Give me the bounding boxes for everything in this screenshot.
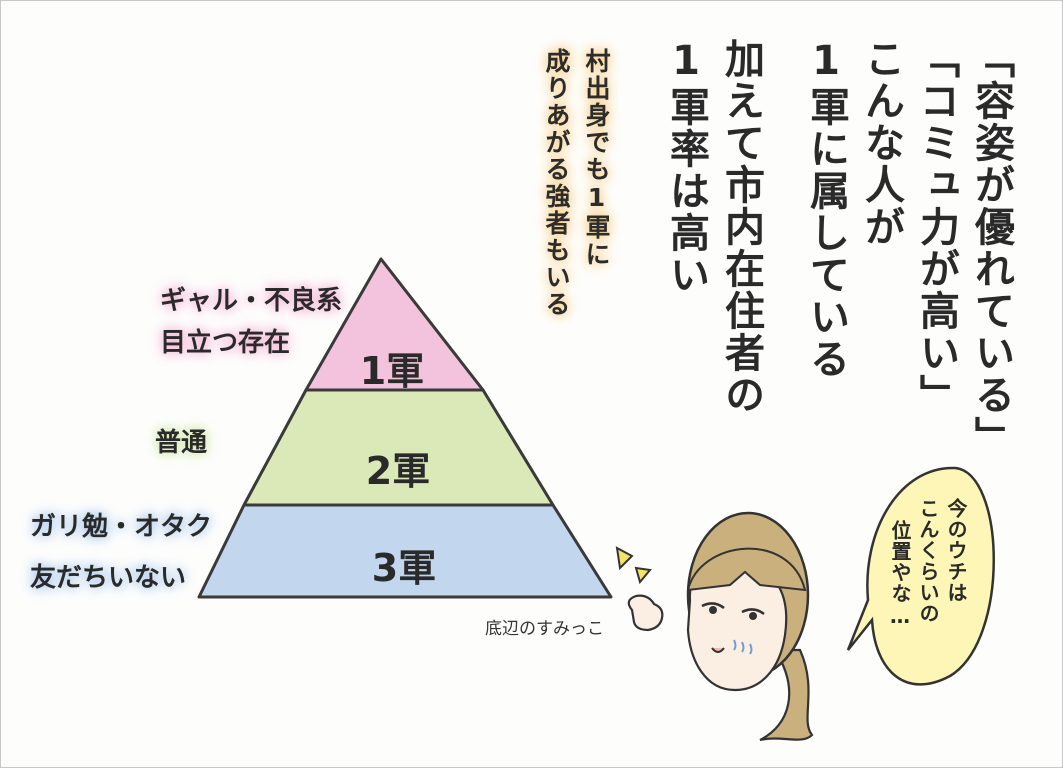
tier1-label: 1軍: [359, 349, 425, 393]
bubble-text-col3: 位置やな…: [888, 520, 912, 629]
bubble-text-col1: 今のウチは: [944, 498, 968, 603]
main-text-col6: 1軍率は高い: [663, 38, 709, 296]
girl-mouth: [711, 647, 725, 653]
emphasis-mark-2: [634, 566, 652, 585]
main-text-col2: 「コミュ力が高い」: [913, 38, 959, 416]
speech-bubble: [846, 466, 995, 686]
tier2-desc: 普通: [155, 428, 208, 458]
emphasis-mark-1: [615, 546, 634, 571]
main-text-col1: 「容姿が優れている」: [968, 38, 1014, 458]
side-note-col1: 村出身でも1軍に: [582, 48, 611, 268]
main-text-col4: 1軍に属している: [803, 38, 849, 380]
girl-eye-left: [701, 602, 725, 610]
pointing-hand: [627, 594, 664, 632]
bubble-text-col2: こんくらいの: [916, 498, 940, 624]
corner-note: 底辺のすみっこ: [485, 619, 604, 639]
side-note-col2: 成りあがる強者もいる: [542, 48, 571, 318]
girl-ponytail: [759, 648, 814, 742]
girl-eye-right: [741, 608, 765, 616]
tier3-label: 3軍: [371, 546, 437, 590]
tier1-desc-line2: 目立つ存在: [160, 328, 291, 358]
tier1-desc-line1: ギャル・不良系: [160, 286, 343, 316]
main-text-col5: 加えて市内在住者の: [718, 38, 764, 416]
main-text-col3: こんな人が: [858, 38, 904, 248]
tier3-band: [197, 503, 613, 599]
sweat-marks: [733, 639, 753, 655]
tier2-label: 2軍: [365, 449, 431, 493]
tier3-desc-line2: 友だちいない: [30, 563, 187, 593]
tier3-desc-line1: ガリ勉・オタク: [30, 512, 213, 542]
girl-bangs: [686, 547, 807, 592]
